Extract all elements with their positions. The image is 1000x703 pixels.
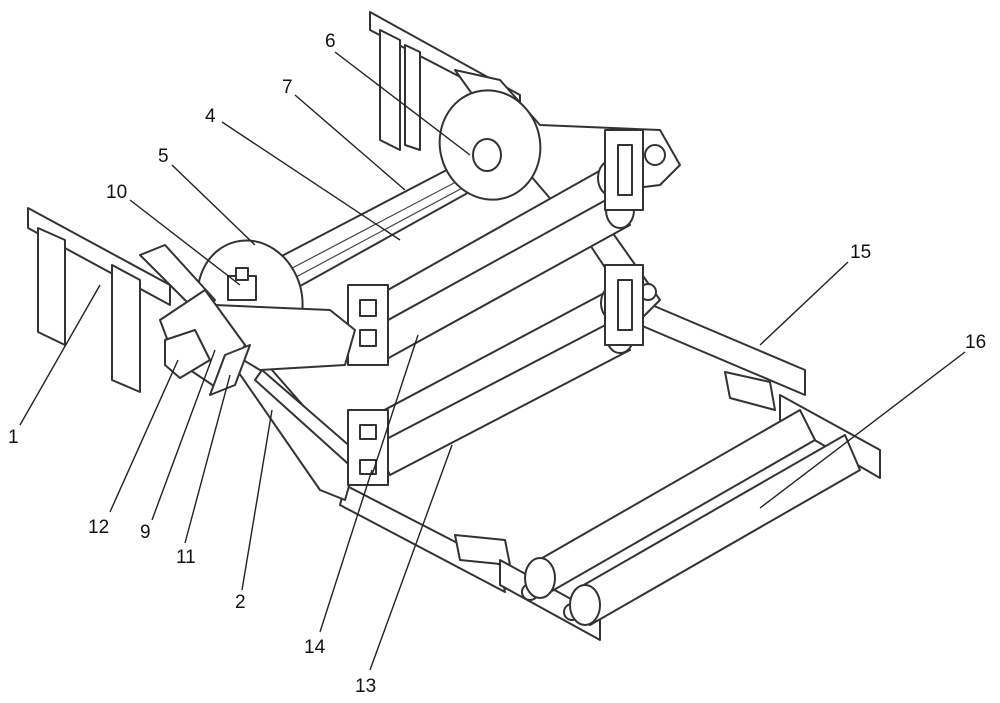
leader-lines xyxy=(19,51,966,671)
label-2: 2 xyxy=(235,592,246,613)
bottom-plate xyxy=(499,394,881,641)
front-upright xyxy=(27,207,171,393)
label-15: 15 xyxy=(850,242,871,263)
label-14: 14 xyxy=(304,637,326,658)
label-11: 11 xyxy=(176,547,196,568)
lower-rail-frame xyxy=(339,299,806,593)
label-16: 16 xyxy=(965,332,986,353)
label-12: 12 xyxy=(88,517,109,538)
label-5: 5 xyxy=(158,146,169,167)
label-9: 9 xyxy=(140,522,151,543)
label-4: 4 xyxy=(205,106,216,127)
label-1: 1 xyxy=(8,427,19,448)
rear-disc xyxy=(438,89,542,201)
front-rollers xyxy=(524,409,861,626)
bearing-blocks xyxy=(347,129,644,486)
label-6: 6 xyxy=(325,31,336,52)
reference-numerals: 1 2 4 5 6 7 9 10 11 12 13 14 15 16 xyxy=(8,31,986,697)
label-13: 13 xyxy=(355,676,376,697)
label-7: 7 xyxy=(282,77,293,98)
label-10: 10 xyxy=(106,182,127,203)
clamp-arm xyxy=(139,244,356,396)
